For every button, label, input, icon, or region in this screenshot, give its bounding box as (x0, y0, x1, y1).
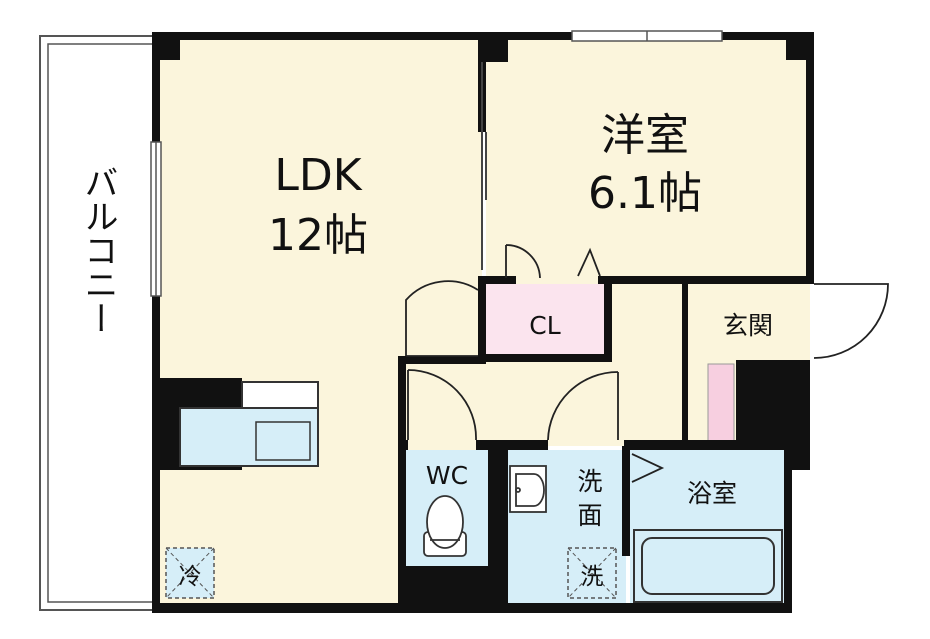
ldk-name: LDK (274, 150, 362, 201)
wc-name: WC (426, 461, 468, 490)
western-size: 6.1帖 (588, 168, 702, 219)
bathroom-name: 浴室 (687, 479, 737, 508)
closet-floor (486, 284, 604, 354)
washroom-line2: 面 (577, 501, 602, 530)
washer-label: 洗 (581, 564, 604, 590)
balcony (39, 35, 152, 611)
windows (150, 30, 723, 297)
wash-basin-icon (509, 465, 547, 513)
balcony-name: バルコニー (78, 165, 118, 335)
western-name: 洋室 (601, 110, 689, 161)
washroom-line1: 洗 (577, 467, 602, 496)
kitchen-counter (179, 381, 319, 467)
western-floor (486, 40, 809, 278)
bathtub-icon (633, 529, 783, 603)
fridge-label: 冷 (179, 564, 202, 590)
shoe-box (707, 363, 735, 445)
toilet-icon (423, 495, 467, 557)
sliding-door-ldk-western[interactable] (481, 62, 487, 270)
door-swings[interactable] (405, 244, 889, 483)
closet-name: CL (529, 311, 560, 340)
washer-slot: 洗 (567, 547, 617, 599)
fridge-slot: 冷 (165, 547, 215, 599)
entrance-name: 玄関 (723, 311, 773, 340)
ldk-size: 12帖 (268, 210, 368, 261)
entrance-floor (688, 284, 810, 370)
